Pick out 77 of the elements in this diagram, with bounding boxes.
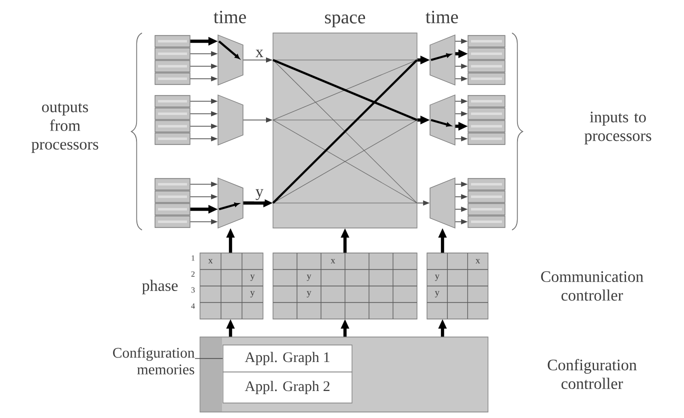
- arrow: [190, 124, 218, 129]
- arrow: [190, 219, 218, 224]
- arrow: [454, 136, 468, 142]
- arrow: [416, 200, 430, 206]
- edge-label: x: [254, 48, 265, 58]
- leader-line: [194, 358, 224, 359]
- arrow: [190, 64, 218, 69]
- arrow: [190, 194, 218, 200]
- arrow: [190, 76, 218, 82]
- arrow: [226, 228, 235, 253]
- arrow: [454, 219, 468, 224]
- multiplexer: [218, 94, 244, 146]
- cell-letter: x: [208, 259, 213, 264]
- arrow: [417, 56, 430, 64]
- memory-slot: Appl. Graph 1: [222, 344, 352, 372]
- space-switch: space: [272, 14, 418, 228]
- row-number: 4: [191, 303, 195, 309]
- arrow: [454, 206, 468, 212]
- stage-label: time: [214, 10, 246, 24]
- arrow: [438, 228, 447, 253]
- row-number: 3: [191, 287, 195, 293]
- cell-letter: y: [306, 274, 312, 281]
- arrow: [243, 198, 273, 208]
- stage-label: time: [426, 10, 458, 24]
- cell-letter: y: [434, 274, 440, 281]
- arrow: [438, 319, 447, 337]
- arrow: [190, 51, 218, 56]
- arrow: [242, 117, 273, 123]
- edge-label: y: [254, 188, 265, 202]
- arrow: [226, 319, 235, 337]
- arrow: [417, 116, 430, 124]
- fifo-stack: [468, 35, 506, 85]
- multiplexer: [430, 178, 456, 228]
- arrow: [190, 111, 218, 116]
- cell-letter: y: [250, 291, 255, 298]
- text-label: Configuration memories: [113, 347, 195, 374]
- fifo-stack: [154, 95, 190, 145]
- arrow: [190, 182, 218, 187]
- row-number: 2: [191, 271, 195, 277]
- memory-slot: Appl. Graph 2: [222, 372, 352, 404]
- cell-letter: x: [476, 259, 480, 264]
- multiplexer: [430, 94, 456, 146]
- fifo-stack: [468, 95, 506, 145]
- arrow: [455, 122, 468, 131]
- arrow: [454, 182, 468, 187]
- arrow: [454, 38, 468, 44]
- schedule-table: [200, 252, 488, 320]
- row-number: 1: [192, 255, 195, 261]
- fifo-stack: [468, 178, 506, 228]
- arrow: [190, 98, 218, 104]
- arrow: [190, 136, 218, 142]
- arrow: [454, 98, 468, 104]
- cell-letter: y: [250, 274, 255, 281]
- arrow: [190, 204, 218, 214]
- cell-letter: y: [434, 291, 440, 298]
- arrow: [454, 111, 468, 116]
- controller-label: Communication controller: [541, 271, 644, 301]
- cell-letter: x: [330, 259, 336, 264]
- arrow: [455, 49, 468, 58]
- controller-label: Configuration controller: [548, 358, 637, 390]
- side-label: outputs from processors: [31, 103, 98, 153]
- arrow: [340, 319, 350, 337]
- multiplexer: [218, 178, 244, 228]
- node-label: space: [325, 14, 366, 28]
- arrow: [454, 194, 468, 200]
- fifo-stack: [154, 178, 190, 228]
- multiplexer: [430, 34, 456, 86]
- arrow: [454, 64, 468, 69]
- arrow: [242, 57, 273, 63]
- side-label: phase: [142, 280, 178, 294]
- arrow: [454, 76, 468, 82]
- multiplexer: [218, 34, 244, 86]
- cell-letter: y: [306, 291, 312, 298]
- arrow: [340, 228, 350, 253]
- side-label: inputs to processors: [584, 112, 652, 144]
- arrow: [190, 36, 218, 46]
- fifo-stack: [154, 35, 190, 85]
